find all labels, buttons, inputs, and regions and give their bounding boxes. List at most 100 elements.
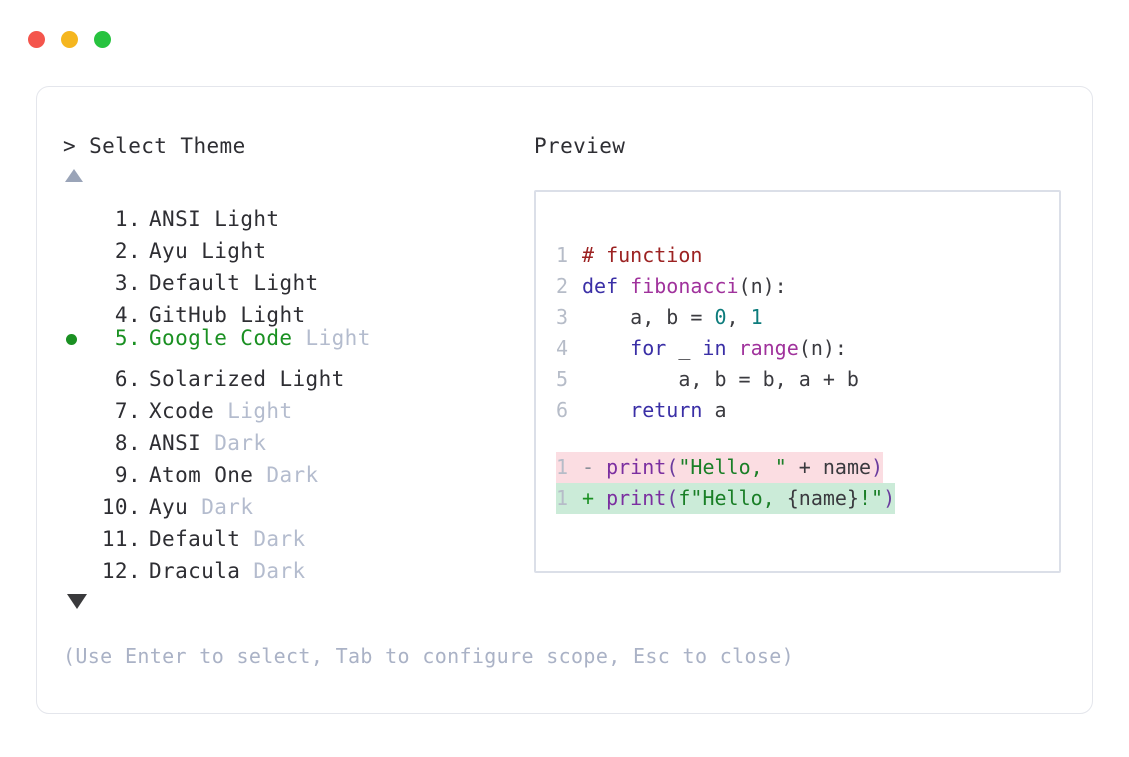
- theme-list-item[interactable]: 2.Ayu Light: [63, 226, 533, 263]
- theme-index: 12.: [101, 559, 141, 583]
- selected-bullet-icon: [66, 334, 77, 345]
- keyboard-hint: (Use Enter to select, Tab to configure s…: [63, 644, 795, 668]
- triangle-up-icon[interactable]: [65, 169, 83, 182]
- theme-index: 7.: [114, 399, 141, 423]
- theme-name: Solarized: [149, 367, 267, 391]
- theme-variant: Light: [240, 303, 306, 327]
- selection-bullet-cell: [63, 324, 89, 356]
- theme-list-item[interactable]: 5.Google Code Light: [63, 322, 533, 354]
- theme-name-spacer: [201, 427, 214, 459]
- code-token: ): [883, 486, 896, 510]
- theme-list-item[interactable]: 3.Default Light: [63, 258, 533, 295]
- code-token: _: [666, 336, 703, 360]
- selection-bullet-cell: [63, 290, 89, 322]
- theme-name-spacer: [201, 203, 214, 235]
- theme-variant: Light: [227, 399, 293, 423]
- theme-list-item[interactable]: 1.ANSI Light: [63, 194, 533, 231]
- theme-list-item[interactable]: 12. Dracula Dark: [63, 546, 533, 583]
- theme-variant: Light: [253, 271, 319, 295]
- code-token: [727, 336, 739, 360]
- theme-name-spacer: [240, 267, 253, 299]
- code-line-text: def fibonacci(n):: [582, 271, 787, 302]
- theme-index: 4.: [114, 303, 141, 327]
- selection-bullet-cell: [63, 546, 89, 578]
- theme-name: Ayu: [149, 239, 189, 263]
- code-line-text: a, b = 0, 1: [582, 302, 763, 333]
- code-token: (n):: [798, 336, 847, 360]
- theme-variant: Dark: [253, 527, 306, 551]
- theme-name: Ayu: [149, 495, 189, 519]
- selection-bullet-cell: [63, 226, 89, 258]
- prompt-header: > Select Theme: [63, 133, 533, 159]
- selection-bullet-cell: [63, 450, 89, 482]
- theme-index: 8.: [114, 431, 141, 455]
- prompt-caret-icon: >: [63, 134, 90, 158]
- theme-variant: Dark: [253, 559, 306, 583]
- diff-line-del: 1- print("Hello, " + name): [556, 452, 1055, 483]
- selection-bullet-cell: [63, 194, 89, 226]
- theme-name: ANSI: [149, 431, 202, 455]
- code-line: 5 a, b = b, a + b: [556, 364, 1055, 395]
- diff-highlight: + print(f"Hello, {name}!"): [582, 483, 896, 514]
- theme-list-item[interactable]: 8. ANSI Dark: [63, 418, 533, 455]
- code-line: 6 return a: [556, 395, 1055, 426]
- code-token: (n):: [738, 274, 787, 298]
- diff-line-number: 1: [556, 452, 582, 483]
- line-number: 5: [556, 367, 569, 391]
- theme-list-item[interactable]: 6.Solarized Light: [63, 354, 533, 391]
- theme-name-spacer: [214, 395, 227, 427]
- code-line-text: for _ in range(n):: [582, 333, 847, 364]
- theme-list-item[interactable]: 9.Atom One Dark: [63, 450, 533, 487]
- theme-name: Dracula: [149, 559, 241, 583]
- theme-name: GitHub: [149, 303, 228, 327]
- code-token: print: [606, 455, 667, 479]
- code-token: a, b = b, a + b: [582, 367, 859, 391]
- close-button[interactable]: [28, 30, 45, 48]
- theme-list-item[interactable]: 7.Xcode Light: [63, 386, 533, 423]
- maximize-button[interactable]: [94, 30, 111, 48]
- theme-index: 3.: [114, 271, 141, 295]
- diff-highlight: - print("Hello, " + name): [582, 452, 884, 483]
- theme-index: 10.: [101, 495, 141, 519]
- theme-variant: Dark: [214, 431, 267, 455]
- page-title: Select Theme: [89, 134, 246, 158]
- theme-name-spacer: [253, 459, 266, 491]
- code-token: for: [630, 336, 667, 360]
- code-token: (: [666, 455, 679, 479]
- theme-index: 11.: [101, 527, 141, 551]
- code-token: print: [606, 486, 667, 510]
- code-line: 4 for _ in range(n):: [556, 333, 1055, 364]
- theme-list-item[interactable]: 4. GitHub Light: [63, 290, 533, 327]
- theme-name-spacer: [292, 322, 305, 354]
- theme-list-item[interactable]: 11. Default Dark: [63, 514, 533, 551]
- code-token: [582, 336, 630, 360]
- triangle-down-icon[interactable]: [67, 594, 87, 609]
- code-token: a, b =: [582, 305, 715, 329]
- line-number: 6: [556, 398, 569, 422]
- theme-list-item[interactable]: 10. Ayu Dark: [63, 482, 533, 519]
- theme-name: Default: [149, 527, 241, 551]
- theme-name-spacer: [188, 491, 201, 523]
- theme-variant: Dark: [266, 463, 319, 487]
- selection-bullet-cell: [63, 386, 89, 418]
- code-token: a: [702, 398, 727, 422]
- minimize-button[interactable]: [61, 30, 78, 48]
- theme-index: 5.: [114, 326, 141, 350]
- code-token: (: [666, 486, 679, 510]
- code-token: return: [630, 398, 703, 422]
- diff-line-number: 1: [556, 483, 582, 514]
- code-line-text: return a: [582, 395, 727, 426]
- code-token: 1: [750, 305, 763, 329]
- theme-index: 1.: [114, 207, 141, 231]
- theme-variant: Dark: [201, 495, 254, 519]
- code-token: "Hello, ": [678, 455, 787, 479]
- code-token: in: [702, 336, 727, 360]
- theme-variant: Light: [279, 367, 345, 391]
- theme-variant: Light: [214, 207, 280, 231]
- code-token: fibonacci: [630, 274, 739, 298]
